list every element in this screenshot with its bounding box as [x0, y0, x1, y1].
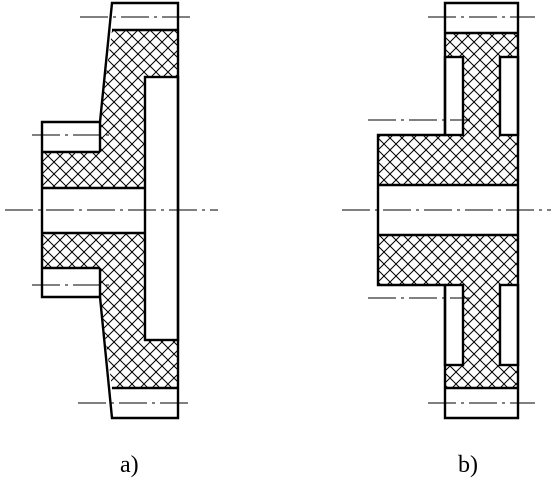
panel-a-caption: a) — [120, 452, 139, 478]
panel-b-recess-left-top — [443, 55, 465, 137]
panel-b-gear-section: b) — [342, 1, 551, 478]
panel-b-centerlines — [342, 16, 551, 404]
panel-b-recess-right-bottom — [498, 283, 520, 367]
panel-b-interior-edges — [378, 31, 518, 390]
panel-a-centerlines — [5, 16, 218, 404]
panel-b-caption: b) — [458, 452, 478, 478]
panel-b-rim-top — [445, 3, 518, 33]
panel-a-recess — [143, 75, 180, 342]
panel-b-outline — [376, 1, 520, 420]
panel-a-interior-edges — [42, 28, 178, 390]
panel-b-recess-left-bottom — [443, 283, 465, 367]
panel-b-recess-right-top — [498, 55, 520, 137]
panel-a-gear-section: a) — [5, 1, 218, 478]
